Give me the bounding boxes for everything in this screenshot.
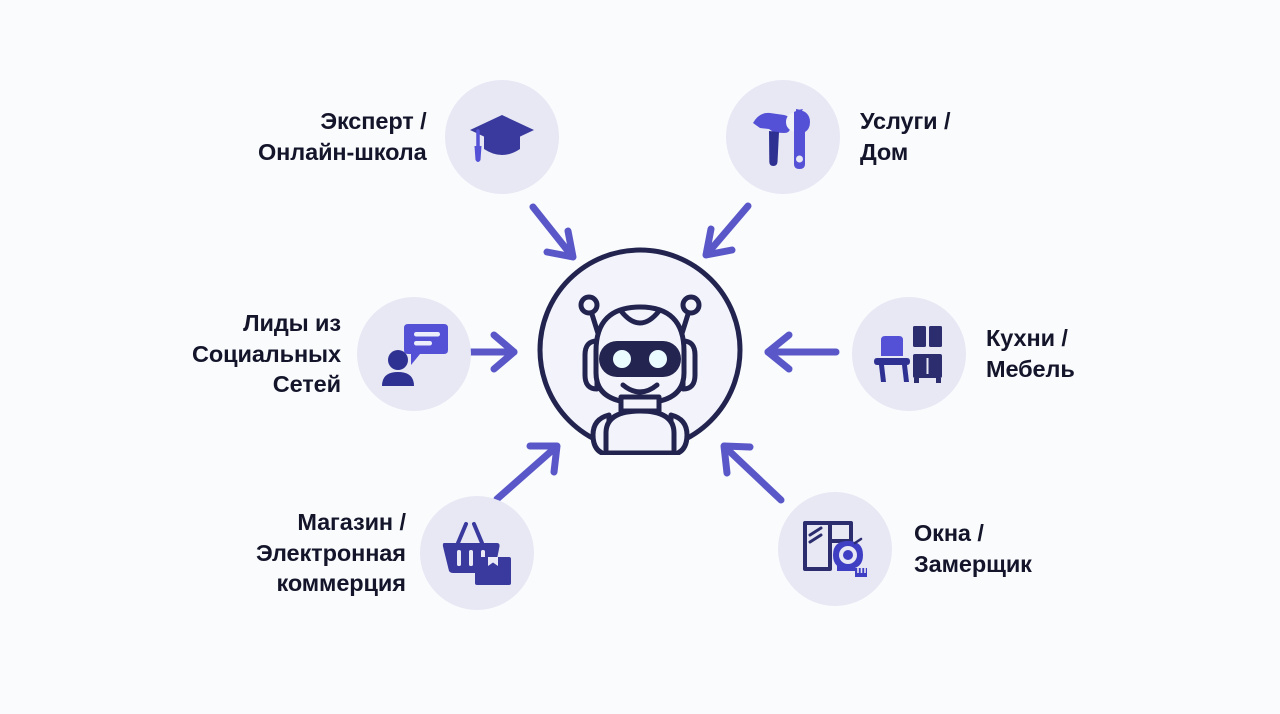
arrow-kitchen-to-bot [764, 331, 840, 373]
central-bot-node[interactable] [535, 245, 745, 455]
node-expert-icon-circle[interactable] [444, 80, 559, 194]
node-shop-label: Магазин / Электронная коммерция [256, 509, 406, 597]
node-expert-label: Эксперт / Онлайн-школа [258, 108, 427, 165]
node-kitchen-icon-circle[interactable] [852, 297, 966, 411]
node-kitchen-label: Кухни / Мебель [986, 325, 1075, 382]
node-windows-label: Окна / Замерщик [914, 520, 1032, 577]
node-social-icon-circle[interactable] [357, 297, 471, 411]
node-social[interactable]: Лиды из Социальных Сетей [192, 297, 471, 411]
node-social-label: Лиды из Социальных Сетей [192, 310, 341, 398]
chair-cabinet-icon [874, 326, 942, 383]
node-services-label: Услуги / Дом [860, 108, 951, 165]
node-shop[interactable]: Магазин / Электронная коммерция [256, 496, 534, 610]
node-shop-icon-circle[interactable] [419, 496, 534, 610]
hammer-wrench-icon [753, 109, 810, 169]
robot-icon [537, 247, 743, 455]
window-tape-measure-icon [803, 521, 867, 577]
node-services-icon-circle[interactable] [726, 80, 840, 194]
node-services[interactable]: Услуги / Дом [726, 80, 950, 194]
graduation-cap-icon [469, 115, 534, 162]
node-kitchen[interactable]: Кухни / Мебель [852, 297, 1075, 411]
person-chat-icon [382, 324, 448, 386]
basket-box-icon [442, 522, 511, 585]
node-windows-icon-circle[interactable] [778, 492, 892, 606]
node-windows[interactable]: Окна / Замерщик [778, 492, 1032, 606]
node-expert[interactable]: Эксперт / Онлайн-школа [258, 80, 559, 194]
